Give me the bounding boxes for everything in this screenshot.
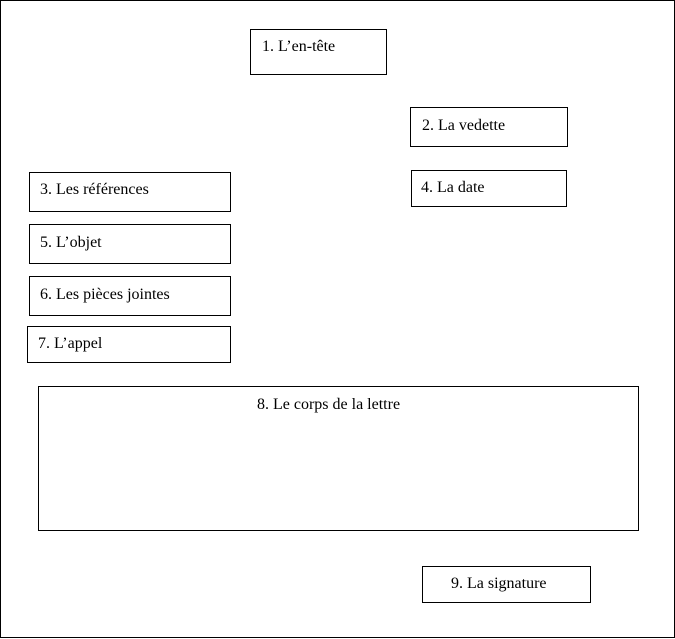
corps-box: 8. Le corps de la lettre [38, 386, 639, 531]
references-box: 3. Les références [29, 172, 231, 212]
signature-box: 9. La signature [422, 566, 591, 603]
signature-label: 9. La signature [451, 575, 547, 592]
objet-label: 5. L’objet [40, 234, 102, 251]
pieces-jointes-box: 6. Les pièces jointes [29, 276, 231, 316]
date-label: 4. La date [421, 179, 485, 196]
vedette-box: 2. La vedette [410, 107, 568, 147]
appel-box: 7. L’appel [27, 326, 231, 363]
header-label: 1. L’en-tête [262, 38, 336, 55]
corps-label: 8. Le corps de la lettre [257, 396, 401, 413]
references-label: 3. Les références [40, 181, 149, 198]
appel-label: 7. L’appel [38, 335, 103, 352]
date-box: 4. La date [411, 170, 567, 207]
pieces-jointes-label: 6. Les pièces jointes [40, 286, 170, 303]
objet-box: 5. L’objet [29, 224, 231, 264]
header-box: 1. L’en-tête [250, 29, 387, 75]
vedette-label: 2. La vedette [422, 117, 506, 134]
